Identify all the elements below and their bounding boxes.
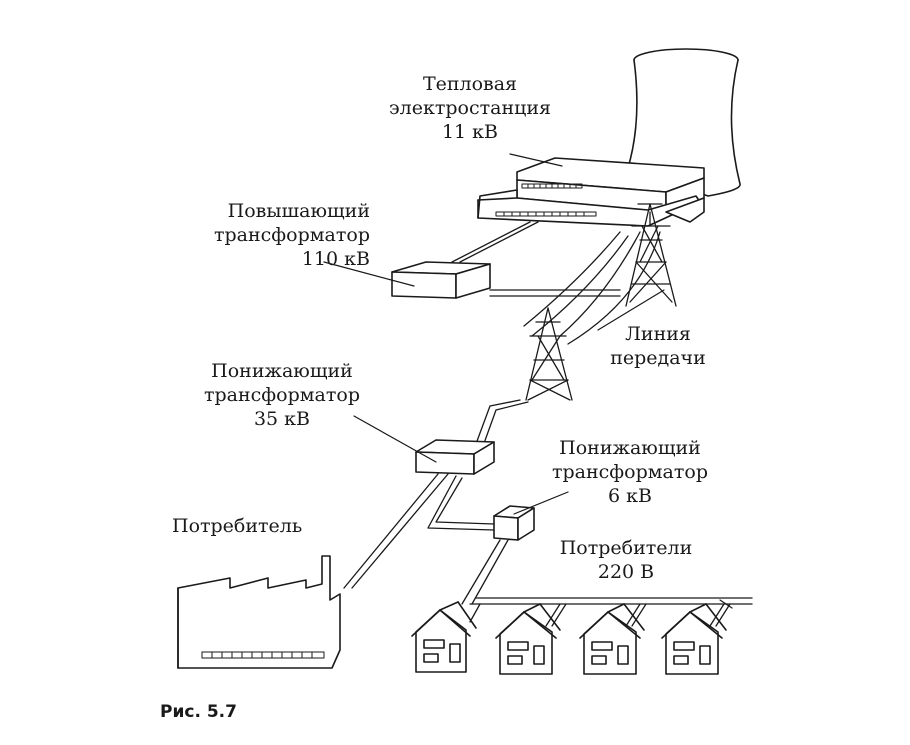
cable-35kv-to-6kv: [427, 475, 495, 531]
label-step-up-line1: Повышающий: [227, 200, 370, 222]
plant-windows-lower: [495, 211, 597, 217]
cooling-tower: [627, 48, 741, 197]
label-transmission-line: Линия передачи: [588, 322, 728, 370]
label-step-down-6-line1: Понижающий: [559, 437, 701, 459]
label-line-line2: передачи: [610, 347, 706, 369]
label-power-plant: Тепловая электростанция 11 кВ: [370, 72, 570, 144]
plant-windows-upper: [521, 183, 583, 189]
factory: [177, 555, 341, 669]
step-down-transformer-35kv: [415, 439, 495, 475]
label-power-plant-line3: 11 кВ: [441, 121, 499, 143]
label-step-down-35-line3: 35 кВ: [253, 408, 311, 430]
cable-6kv-to-houses: [461, 539, 509, 605]
label-step-down-6kv: Понижающий трансформатор 6 кВ: [520, 436, 740, 508]
label-step-up-transformer: Повышающий трансформатор 110 кВ: [160, 199, 370, 271]
label-step-down-35kv: Понижающий трансформатор 35 кВ: [172, 359, 392, 431]
label-consumers: Потребители 220 В: [536, 536, 716, 584]
label-step-up-line3: 110 кВ: [301, 248, 370, 270]
step-down-transformer-6kv: [493, 505, 535, 541]
house-2: [495, 603, 561, 675]
house-1: [411, 601, 477, 673]
house-4: [661, 603, 727, 675]
label-power-plant-line1: Тепловая: [422, 73, 518, 95]
figure-caption: Рис. 5.7: [160, 702, 237, 722]
leader-lines: [323, 153, 733, 609]
transmission-tower-small: [525, 307, 573, 401]
step-up-transformer: [391, 261, 491, 299]
transmission-tower-large: [625, 203, 677, 307]
power-plant-building: [477, 157, 705, 227]
label-consumers-line1: Потребители: [559, 537, 693, 559]
label-power-plant-line2: электростанция: [389, 97, 551, 119]
label-consumers-line2: 220 В: [597, 561, 655, 583]
label-line-line1: Линия: [625, 323, 691, 345]
cable-plant-to-stepup: [451, 221, 539, 263]
house-3: [579, 603, 645, 675]
label-step-down-35-line2: трансформатор: [204, 384, 360, 406]
label-step-down-6-line2: трансформатор: [552, 461, 708, 483]
cable-35kv-to-factory: [343, 473, 449, 589]
label-consumer-line1: Потребитель: [172, 515, 303, 537]
label-step-up-line2: трансформатор: [214, 224, 370, 246]
label-consumer: Потребитель: [172, 514, 302, 538]
label-step-down-35-line1: Понижающий: [211, 360, 353, 382]
label-step-down-6-line3: 6 кВ: [608, 485, 652, 507]
